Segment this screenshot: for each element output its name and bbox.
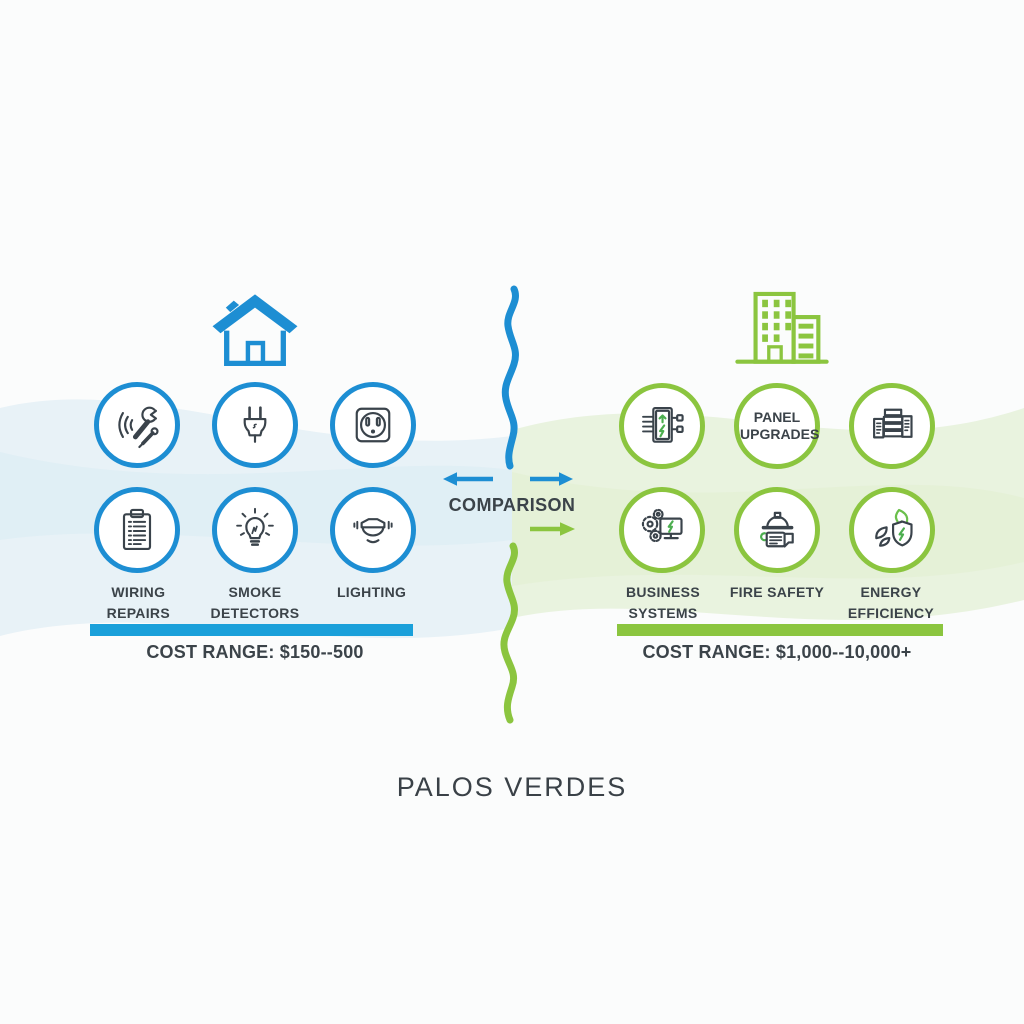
bulb-icon: [236, 507, 274, 546]
tools-circle: [94, 382, 180, 468]
lighting-circle: [330, 487, 416, 573]
lighting-label: LIGHTING: [336, 584, 407, 600]
panel-upgrades-text: PANEL UPGRADES: [740, 408, 820, 443]
business-systems-label: BUSINESS SYSTEMS: [625, 584, 700, 621]
commercial-cost-text: COST RANGE: $1,000--10,000+: [642, 642, 912, 662]
residential-cost-bar: [90, 624, 413, 636]
commercial-panel: PANEL UPGRADES: [606, 383, 948, 683]
fire-safety-label: FIRE SAFETY: [729, 584, 825, 600]
wavy-line-green: [500, 542, 518, 724]
business-systems-circle: [619, 487, 705, 573]
residential-labels: WIRING REPAIRS SMOKE DETECTORS LIGHTING: [80, 582, 430, 624]
commercial-bottom-row: [606, 487, 948, 573]
smoke-detectors-circle: [212, 487, 298, 573]
server-rack-circle: [849, 383, 935, 469]
fire-safety-icon: [760, 511, 794, 548]
house-icon: [212, 294, 298, 367]
wavy-line-blue: [501, 285, 519, 470]
residential-bottom-row: [80, 487, 430, 573]
server-rack-icon: [873, 408, 913, 439]
commercial-top-row: PANEL UPGRADES: [606, 383, 948, 469]
outlet-icon: [355, 407, 391, 443]
comparison-arrows-blue: [443, 472, 573, 486]
ceiling-light-icon: [353, 518, 393, 544]
commercial-cost-bar: [617, 624, 943, 636]
electrical-panel-circle: [619, 383, 705, 469]
panel-upgrades-circle: PANEL UPGRADES: [734, 383, 820, 469]
residential-cost-text: COST RANGE: $150--500: [146, 642, 364, 662]
fire-safety-circle: [734, 487, 820, 573]
energy-efficiency-label: ENERGY EFFICIENCY: [847, 584, 935, 621]
outlet-circle: [330, 382, 416, 468]
electrical-panel-icon: [642, 407, 684, 443]
building-icon: [735, 291, 829, 364]
energy-efficiency-circle: [849, 487, 935, 573]
page-title: PALOS VERDES: [396, 772, 628, 802]
residential-top-row: [80, 382, 430, 468]
commercial-labels: BUSINESS SYSTEMS FIRE SAFETY ENERGY EFFI…: [606, 582, 948, 624]
plug-icon: [243, 406, 267, 443]
comparison-group: COMPARISON: [429, 464, 595, 542]
tools-icon: [118, 406, 161, 449]
wiring-repairs-circle: [94, 487, 180, 573]
clipboard-icon: [122, 508, 152, 551]
energy-efficiency-icon: [875, 508, 913, 547]
plug-circle: [212, 382, 298, 468]
residential-panel: WIRING REPAIRS SMOKE DETECTORS LIGHTING …: [80, 382, 430, 682]
business-systems-icon: [641, 508, 683, 543]
comparison-arrow-green: [530, 522, 575, 536]
smoke-detectors-label: SMOKE DETECTORS: [210, 584, 300, 621]
wiring-repairs-label: WIRING REPAIRS: [106, 584, 170, 621]
comparison-label: COMPARISON: [448, 495, 576, 515]
